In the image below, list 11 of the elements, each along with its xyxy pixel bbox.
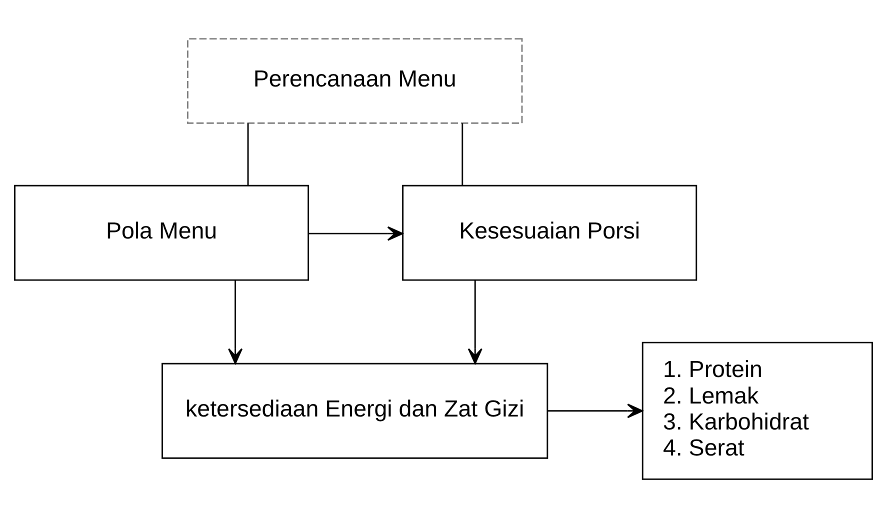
arrow bbox=[548, 403, 643, 418]
connector bbox=[247, 122, 249, 185]
arrow bbox=[308, 226, 404, 240]
node-box: Kesesuaian Porsi bbox=[402, 184, 698, 280]
connector bbox=[462, 122, 464, 185]
node-box: Perencanaan Menu bbox=[186, 38, 523, 124]
arrow bbox=[468, 280, 482, 364]
node-box: Pola Menu bbox=[14, 184, 310, 280]
arrow bbox=[228, 280, 243, 364]
node-box: 1. Protein 2. Lemak 3. Karbohidrat 4. Serat bbox=[642, 341, 873, 480]
node-box: ketersediaan Energi dan Zat Gizi bbox=[162, 362, 548, 458]
